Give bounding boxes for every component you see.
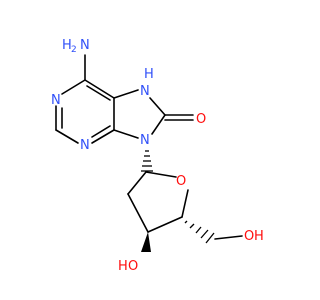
bond-layer xyxy=(55,54,243,240)
o5-label: O xyxy=(244,229,254,244)
bond-c1p-o4p xyxy=(145,171,177,178)
o-ring-label: O xyxy=(176,174,186,189)
wedge-c3p-o3p xyxy=(141,232,151,252)
bond-c2p-c1p xyxy=(127,171,147,195)
n3-label: N xyxy=(80,138,90,153)
molecule-diagram: H 2 N H N N N N O O O H H O xyxy=(51,38,264,274)
bond-n3-c4-double xyxy=(91,125,111,138)
n1-label: N xyxy=(51,93,61,108)
bond-c5-n7 xyxy=(113,89,139,99)
bond-n3-c4 xyxy=(91,129,115,144)
o3-h-label: H xyxy=(118,259,128,274)
bond-n9-c4 xyxy=(113,129,139,139)
bond-c6-n1 xyxy=(61,79,86,95)
bond-c6-c5-double xyxy=(86,85,111,101)
bond-c2-n3 xyxy=(55,129,79,144)
n9-label: N xyxy=(140,133,150,148)
o5-h-label: H xyxy=(254,229,264,244)
nh2-n-label: N xyxy=(80,38,90,53)
bond-c5p-o5p xyxy=(214,235,243,240)
bond-c8-n9 xyxy=(151,114,166,135)
n7-h-label: H xyxy=(144,67,154,82)
bond-c3p-c2p xyxy=(127,193,149,233)
n7-label: N xyxy=(140,84,150,99)
hashed-wedge-n9-c1p xyxy=(141,150,153,172)
structure-canvas: H 2 N H N N N N O O O H H O xyxy=(51,38,264,274)
o3-label: O xyxy=(128,259,138,274)
bond-o4p-c4p xyxy=(181,189,189,218)
o8-label: O xyxy=(196,112,206,127)
nh2-subscript: 2 xyxy=(71,45,77,55)
bond-c6-c5 xyxy=(84,79,115,99)
nh2-h-label: H xyxy=(62,38,72,53)
hashed-wedge-c4p-c5p xyxy=(184,220,215,244)
bond-n7-c8 xyxy=(149,97,166,116)
bond-c4p-c3p xyxy=(147,216,183,233)
